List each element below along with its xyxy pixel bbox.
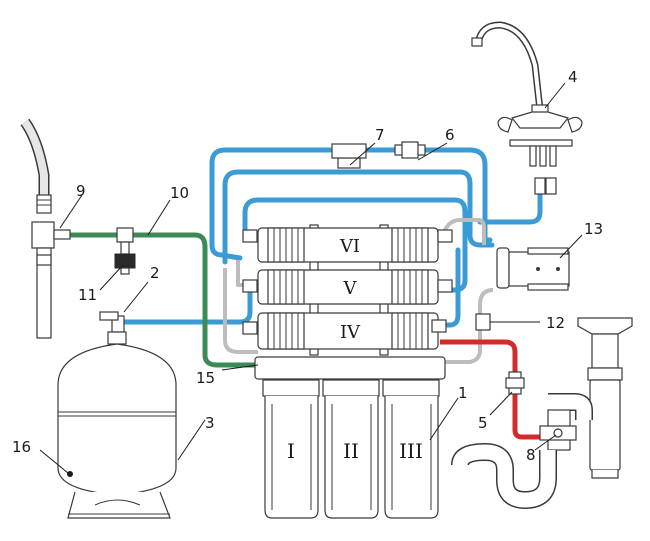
- red-tube-drain: [440, 339, 550, 440]
- auto-shutoff-valve: [496, 247, 570, 291]
- callout-7: 7: [375, 126, 385, 144]
- callout-11: 11: [78, 286, 97, 304]
- cartridge-v: V: [257, 269, 439, 305]
- tank-body: [57, 343, 177, 496]
- tee-fitting: [114, 227, 136, 275]
- drain-saddle: [114, 253, 136, 269]
- blue-tube-tank: [117, 287, 253, 325]
- housing-label-i: I: [287, 439, 295, 463]
- callout-8: 8: [526, 446, 536, 464]
- cartridge-iv: IV: [257, 312, 439, 350]
- callout-9: 9: [76, 182, 86, 200]
- cartridge-vi: VI: [257, 227, 439, 263]
- sink-strainer: [577, 317, 633, 335]
- callout-13: 13: [584, 220, 603, 238]
- sink-drain: [451, 317, 633, 510]
- callout-10: 10: [170, 184, 189, 202]
- blue-tube-top-loop: [467, 147, 493, 243]
- callout-16: 16: [12, 438, 31, 456]
- blue-tube-vi-loop: [242, 197, 468, 293]
- tank-dot: [67, 471, 73, 477]
- leader-lines: [39, 82, 583, 474]
- blue-tube-second-loop: [222, 169, 495, 265]
- housing-label-ii: II: [343, 439, 359, 463]
- housing-i: I: [262, 379, 320, 519]
- hose-nut: [36, 194, 52, 214]
- green-tube-feed: [70, 232, 258, 368]
- cartridge-label-iv: IV: [340, 322, 361, 343]
- faucet-handle-left: [497, 116, 513, 133]
- gray-tube-left-loop: [223, 267, 258, 354]
- housing-iii: III: [382, 379, 440, 519]
- prefilter-housings: I II III: [254, 356, 446, 519]
- storage-tank: [57, 311, 177, 519]
- lower-pipe: [36, 247, 52, 339]
- tank-neck: [107, 331, 127, 345]
- tank-stand: [67, 491, 171, 519]
- check-valve-6: [394, 141, 426, 159]
- feed-valve-body: [31, 221, 55, 249]
- callout-6: 6: [445, 126, 455, 144]
- flow-restrictor-7: [331, 143, 367, 169]
- cartridge-label-vi: VI: [339, 236, 360, 257]
- callout-numbers: 1 2 3 4 5 6 7 8 9 10 11 12 13 15 16: [12, 68, 603, 464]
- blue-tube-faucet: [477, 189, 543, 225]
- feed-pipe: [20, 118, 71, 339]
- tank-valve-head: [99, 311, 119, 321]
- callout-15: 15: [196, 369, 215, 387]
- cartridge-label-v: V: [343, 278, 358, 299]
- post-filters: VI V IV: [242, 224, 453, 356]
- red-tubing: [440, 339, 550, 440]
- callout-2: 2: [150, 264, 160, 282]
- prefilter-head-bar: [254, 356, 446, 380]
- drain-restrictor: [505, 371, 525, 395]
- gray-tube-to-membrane: [478, 288, 494, 306]
- faucet-handle-right: [567, 116, 583, 133]
- blue-tube-top-left: [209, 147, 333, 261]
- callout-4: 4: [568, 68, 578, 86]
- blue-tubing: [117, 147, 543, 328]
- faucet: [471, 21, 583, 195]
- gray-tube-top-right: [438, 218, 486, 245]
- callout-5: 5: [478, 414, 488, 432]
- callout-1: 1: [458, 384, 468, 402]
- housing-ii: II: [322, 379, 380, 519]
- blue-tube-membrane-right: [437, 247, 461, 328]
- green-tubing: [70, 232, 258, 368]
- callout-3: 3: [205, 414, 215, 432]
- gray-tube-right-vert: [440, 305, 482, 364]
- faucet-spout: [474, 21, 544, 111]
- housing-label-iii: III: [399, 439, 423, 463]
- callout-12: 12: [546, 314, 565, 332]
